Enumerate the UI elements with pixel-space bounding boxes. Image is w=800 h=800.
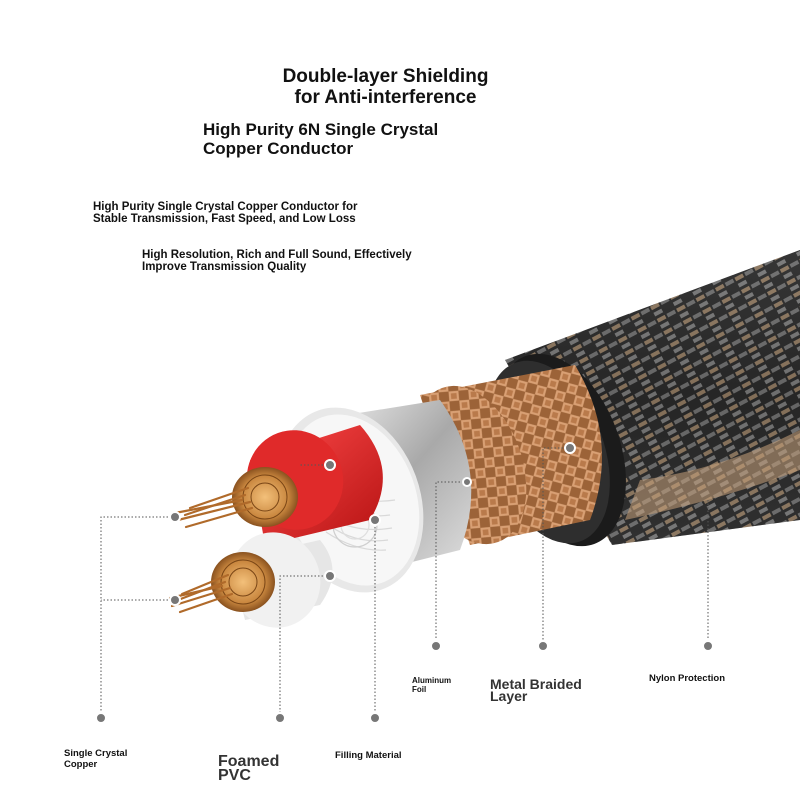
label-metal-braided-layer: Metal Braided Layer bbox=[490, 676, 582, 704]
label-filling-material: Filling Material bbox=[335, 750, 402, 761]
feature-sound-quality: High Resolution, Rich and Full Sound, Ef… bbox=[142, 249, 412, 273]
label-nylon-protection: Nylon Protection bbox=[649, 673, 726, 684]
red-conductor bbox=[232, 425, 383, 545]
marker-dots bbox=[95, 442, 714, 724]
label-foamed-pvc: Foamed PVC bbox=[218, 753, 280, 784]
label-single-crystal-copper: Single Crystal Copper bbox=[64, 748, 128, 770]
heading-shielding: Double-layer Shielding for Anti-interfer… bbox=[282, 66, 489, 108]
feature-transmission: High Purity Single Crystal Copper Conduc… bbox=[93, 201, 358, 225]
heading-conductor: High Purity 6N Single Crystal Copper Con… bbox=[203, 120, 439, 158]
copper-strands bbox=[168, 486, 254, 614]
white-conductor bbox=[211, 532, 333, 628]
label-aluminum-foil: Aluminum Foil bbox=[412, 676, 452, 694]
leader-lines bbox=[100, 447, 709, 718]
